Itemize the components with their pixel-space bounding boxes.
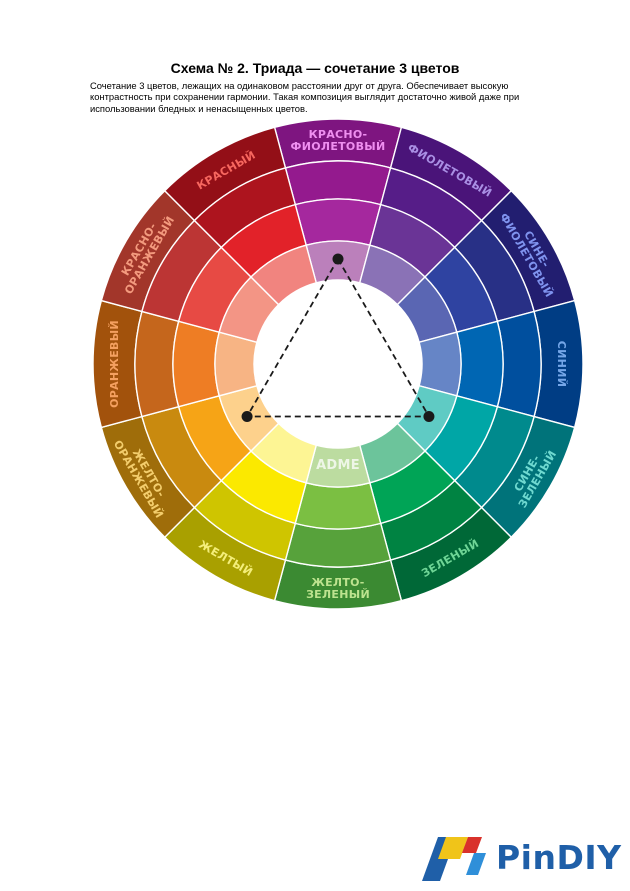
wheel-cell-yellow-green-ring-2	[284, 522, 392, 568]
wheel-cell-orange-ring-3	[172, 320, 221, 408]
wheel-label-yellow-green: ЖЕЛТО-ЗЕЛЕНЫЙ	[306, 576, 370, 601]
wheel-cell-blue-ring-3	[455, 320, 504, 408]
wheel-center-label: ADME	[316, 458, 360, 473]
wheel-label-yellow-green-line-2: ЗЕЛЕНЫЙ	[306, 588, 370, 601]
page-title: Схема № 2. Триада — сочетание 3 цветов	[170, 60, 460, 76]
wheel-cell-yellow-green-ring-3	[294, 481, 382, 530]
wheel-label-red-violet: КРАСНО-ФИОЛЕТОВЫЙ	[291, 128, 386, 153]
wheel-label-blue-line-1: СИНИЙ	[555, 341, 568, 387]
wheel-cell-orange-ring-2	[134, 310, 180, 418]
triad-dot-red-violet	[332, 253, 344, 265]
pindiy-logo	[422, 837, 486, 881]
wheel-cell-blue-ring-2	[496, 310, 542, 418]
logo-text: PinDIY	[496, 838, 622, 877]
wheel-label-blue: СИНИЙ	[555, 341, 568, 387]
triad-dot-blue-green	[423, 411, 435, 422]
wheel-label-orange-line-1: ОРАНЖЕВЫЙ	[108, 320, 121, 408]
logo-mark-red	[462, 837, 482, 853]
wheel-cell-orange-ring-4	[214, 331, 258, 397]
wheel-cell-red-violet-ring-2	[284, 160, 392, 206]
wheel-label-orange: ОРАНЖЕВЫЙ	[108, 320, 121, 408]
wheel-label-red-violet-line-1: КРАСНО-	[309, 128, 368, 141]
description-text: Сочетание 3 цветов, лежащих на одинаково…	[90, 80, 520, 114]
wheel-label-red-violet-line-2: ФИОЛЕТОВЫЙ	[291, 140, 386, 153]
triad-triangle	[241, 253, 435, 422]
wheel-cell-red-ring-4	[250, 244, 318, 306]
wheel-cell-blue-ring-4	[418, 331, 462, 397]
triad-line	[245, 257, 431, 418]
wheel-label-yellow-green-line-1: ЖЕЛТО-	[311, 576, 364, 589]
wheel-cell-red-violet-ring-3	[294, 198, 382, 247]
logo-mark-lightblue	[466, 853, 486, 875]
wheel-rings	[92, 118, 584, 610]
logo-mark-yellow	[438, 837, 468, 859]
triad-dot-yellow-orange	[241, 411, 253, 422]
